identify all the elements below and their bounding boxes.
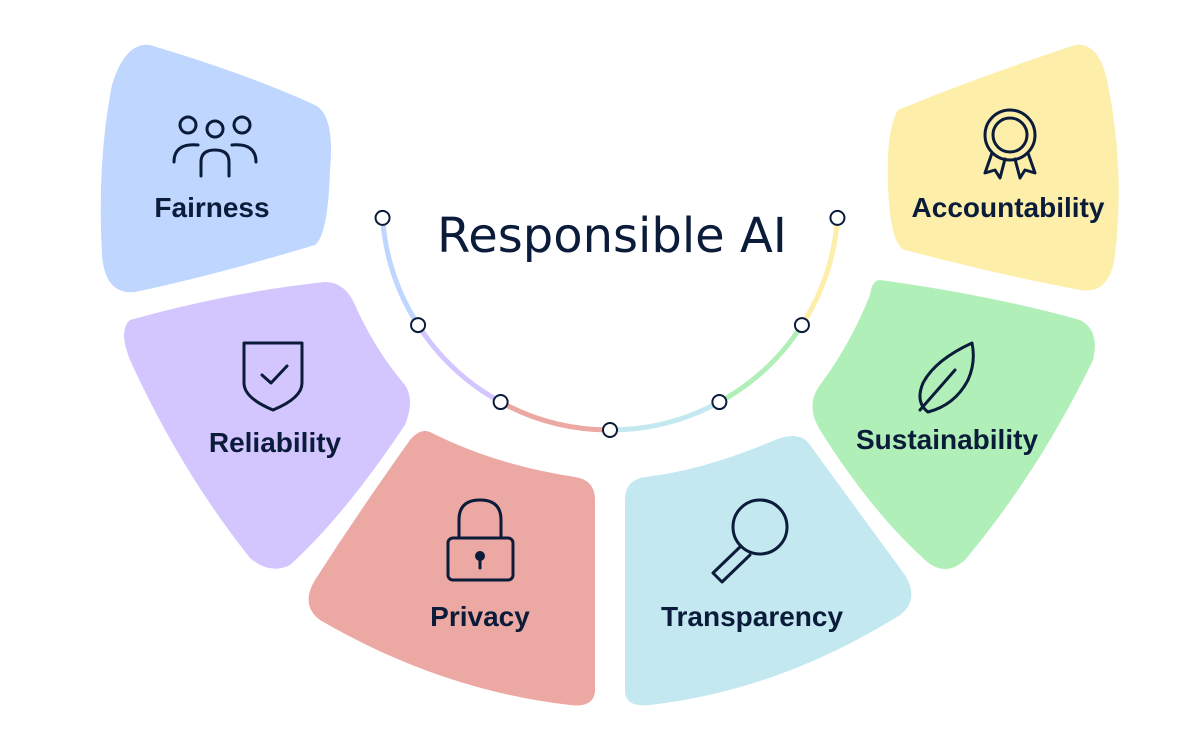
magnifying-glass-icon <box>711 498 789 584</box>
shield-check-icon <box>242 341 304 412</box>
sustainability-petal <box>812 280 1095 569</box>
arc-node <box>410 317 427 334</box>
leaf-icon <box>918 341 975 414</box>
arc-segment <box>499 399 611 433</box>
center-arc <box>374 209 846 438</box>
transparency-label: Transparency <box>661 601 844 632</box>
fairness-label: Fairness <box>154 192 269 223</box>
arc-node <box>492 394 509 411</box>
diagram-title: Responsible AI <box>437 208 787 264</box>
arc-node <box>793 317 810 334</box>
arc-segment <box>415 323 502 405</box>
reliability-petal <box>124 282 410 569</box>
arc-segment <box>799 217 840 327</box>
arc-node <box>374 209 391 226</box>
sustainability-label: Sustainability <box>856 424 1038 455</box>
award-ribbon-icon <box>983 108 1037 180</box>
arc-node <box>602 422 618 438</box>
reliability-label: Reliability <box>209 427 342 458</box>
privacy-petal <box>308 431 595 706</box>
arc-segment <box>718 323 805 405</box>
arc-node <box>829 209 846 226</box>
privacy-label: Privacy <box>430 601 530 632</box>
people-icon <box>172 115 258 178</box>
padlock-icon <box>446 498 515 582</box>
arc-segment <box>609 399 721 433</box>
fairness-petal <box>100 44 331 293</box>
arc-segment <box>380 217 421 327</box>
transparency-petal <box>625 436 912 706</box>
accountability-label: Accountability <box>912 192 1105 223</box>
arc-node <box>711 394 728 411</box>
